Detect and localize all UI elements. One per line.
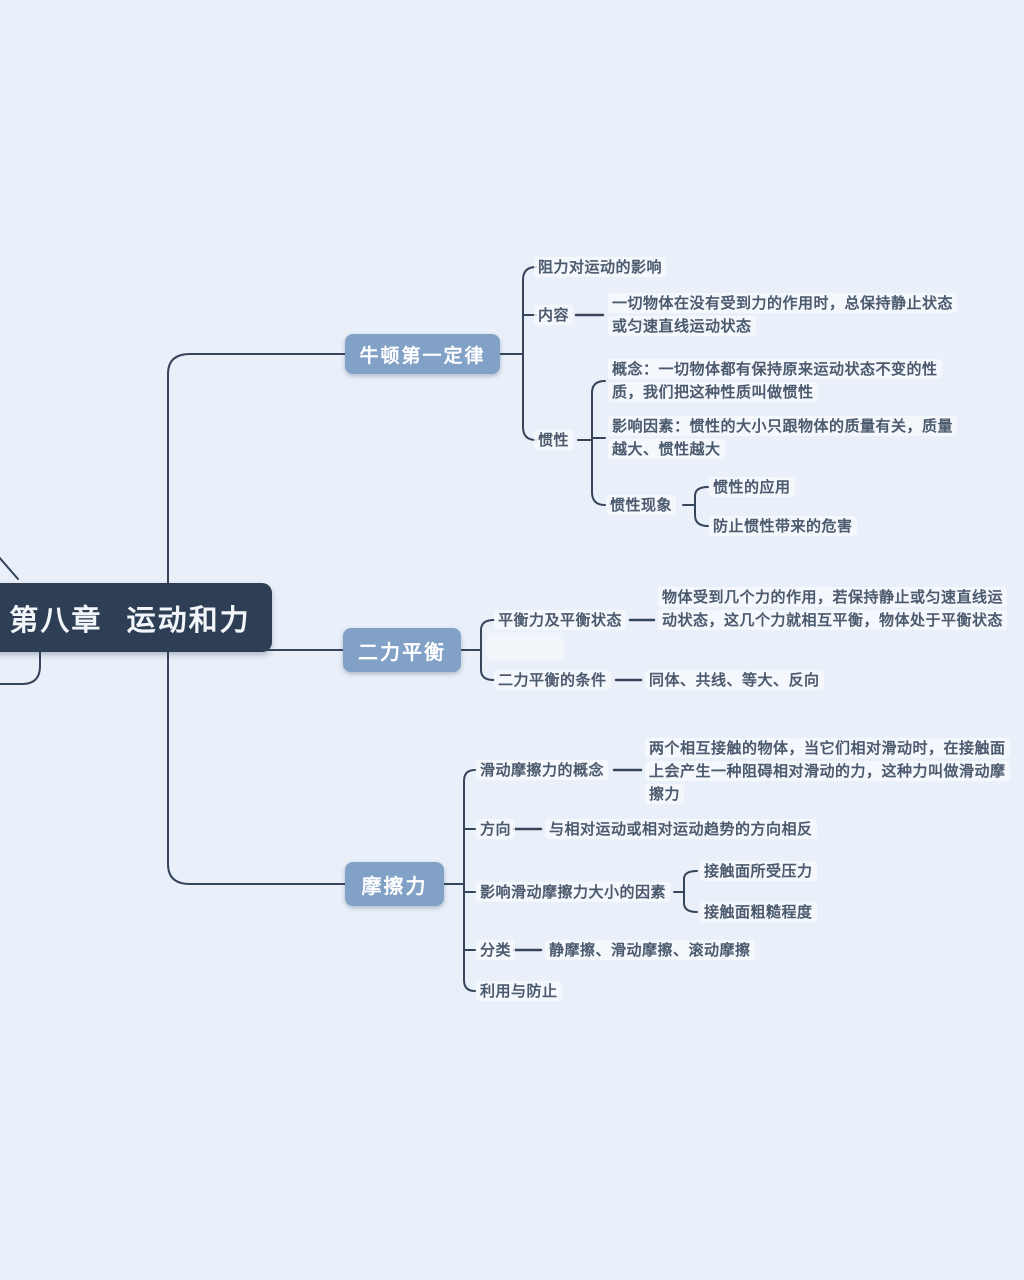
text-newton-content: 一切物体在没有受到力的作用时，总保持静止状态或匀速直线运动状态 [608, 292, 960, 338]
leaf-factor-pressure: 接触面所受压力 [700, 860, 817, 883]
leaf-inertia-application: 惯性的应用 [709, 476, 795, 499]
label-balance-condition: 二力平衡的条件 [494, 669, 611, 692]
label-friction-factors: 影响滑动摩擦力大小的因素 [476, 881, 671, 904]
root-node: 第八章 运动和力 [0, 583, 272, 652]
label-friction-direction: 方向 [476, 818, 516, 841]
text-inertia-concept: 概念：一切物体都有保持原来运动状态不变的性质，我们把这种性质叫做惯性 [608, 358, 960, 404]
text-balance-state: 物体受到几个力的作用，若保持静止或匀速直线运动状态，这几个力就相互平衡，物体处于… [658, 586, 1016, 632]
text-balance-condition: 同体、共线、等大、反向 [645, 669, 824, 692]
leaf-factor-roughness: 接触面粗糙程度 [700, 901, 817, 924]
leaf-drag-effect: 阻力对运动的影响 [534, 256, 667, 279]
branch-friction: 摩擦力 [345, 862, 444, 906]
label-inertia: 惯性 [534, 429, 574, 452]
text-inertia-factor: 影响因素：惯性的大小只跟物体的质量有关，质量越大、惯性越大 [608, 415, 960, 461]
leaf-friction-usage: 利用与防止 [476, 980, 562, 1003]
text-friction-direction: 与相对运动或相对运动趋势的方向相反 [545, 818, 817, 841]
label-balance-state: 平衡力及平衡状态 [494, 609, 627, 632]
leaf-inertia-prevention: 防止惯性带来的危害 [709, 515, 857, 538]
watermark [486, 633, 564, 660]
label-inertia-phenomena: 惯性现象 [606, 494, 677, 517]
text-friction-category: 静摩擦、滑动摩擦、滚动摩擦 [545, 939, 755, 962]
label-friction-category: 分类 [476, 939, 516, 962]
label-friction-concept: 滑动摩擦力的概念 [476, 759, 609, 782]
label-content: 内容 [534, 304, 574, 327]
text-friction-concept: 两个相互接触的物体，当它们相对滑动时，在接触面上会产生一种阻碍相对滑动的力，这种… [645, 737, 1015, 806]
branch-newton-first-law: 牛顿第一定律 [345, 334, 500, 374]
branch-two-force-balance: 二力平衡 [343, 628, 461, 672]
